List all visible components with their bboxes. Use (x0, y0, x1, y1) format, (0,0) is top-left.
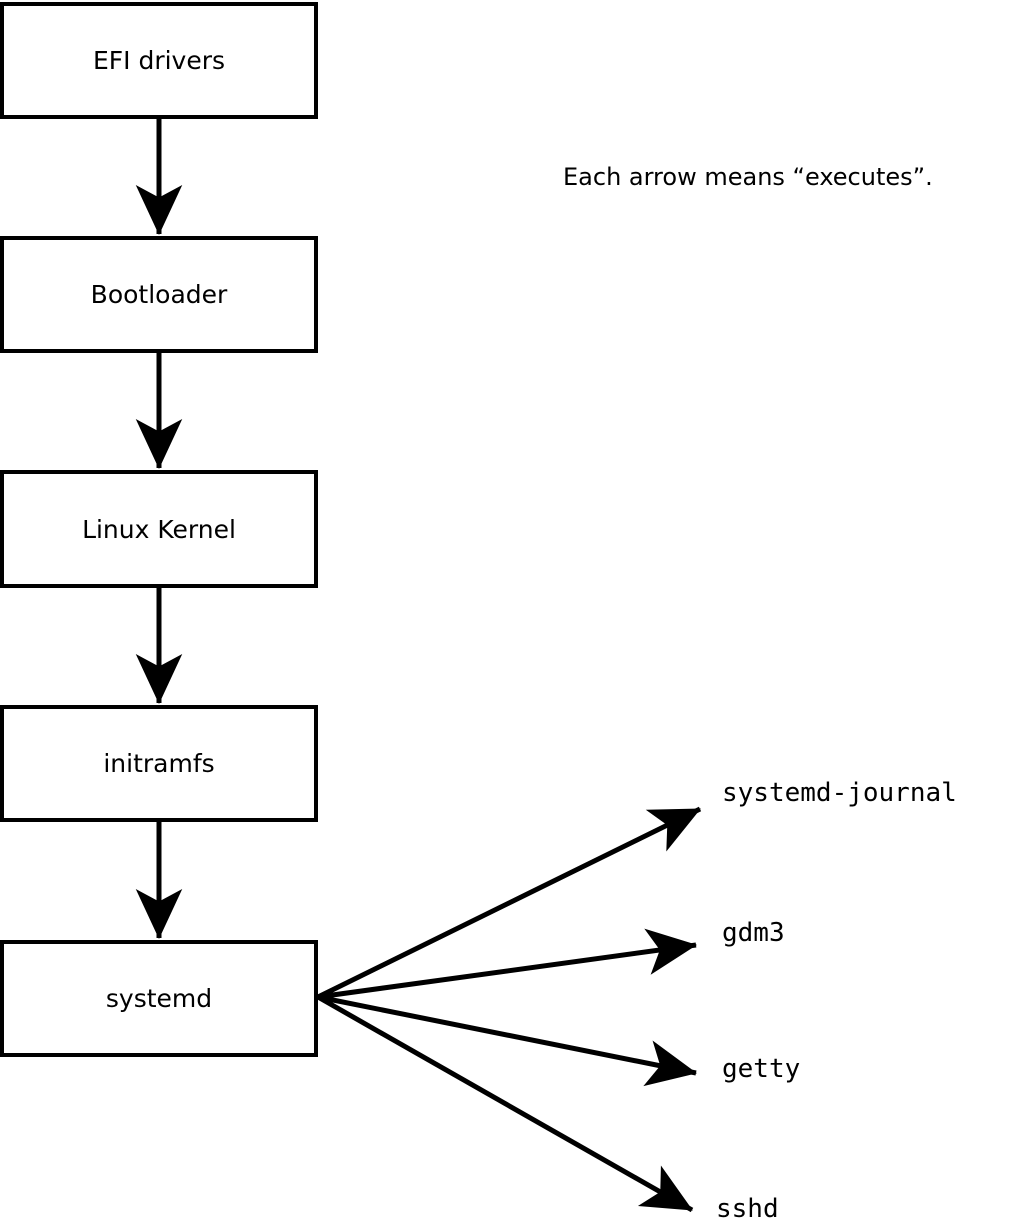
arrow-systemd-to-sshd (316, 994, 694, 1213)
leaf-label-systemd-journal[interactable]: systemd-journal (722, 778, 957, 808)
arrow-systemd-to-getty (317, 994, 697, 1087)
arrow-systemd-to-systemd-journal (316, 806, 702, 1000)
node-initramfs[interactable]: initramfs (0, 705, 318, 822)
node-label-systemd: systemd (105, 984, 213, 1013)
node-linux-kernel[interactable]: Linux Kernel (0, 470, 318, 588)
diagram-caption: Each arrow means “executes”. (563, 163, 933, 191)
leaf-label-getty[interactable]: getty (722, 1054, 801, 1084)
arrow-systemd-to-gdm3 (317, 928, 697, 1000)
fan-arrow-group (316, 806, 702, 1213)
leaf-label-gdm3[interactable]: gdm3 (722, 918, 785, 948)
node-label-efi-drivers: EFI drivers (92, 46, 226, 75)
node-label-linux-kernel: Linux Kernel (82, 514, 236, 544)
node-label-bootloader: Bootloader (90, 280, 228, 309)
node-bootloader[interactable]: Bootloader (0, 236, 318, 353)
node-systemd[interactable]: systemd (0, 940, 318, 1057)
node-label-initramfs: initramfs (103, 749, 215, 778)
node-efi-drivers[interactable]: EFI drivers (0, 2, 318, 119)
leaf-label-sshd[interactable]: sshd (716, 1194, 779, 1224)
